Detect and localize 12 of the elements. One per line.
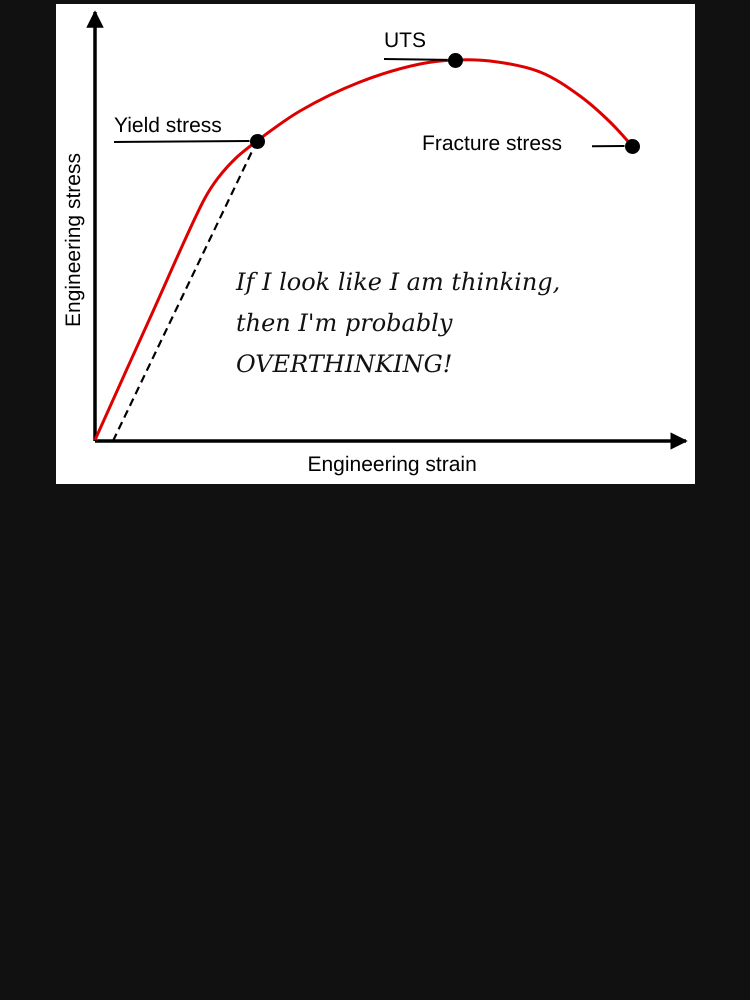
data-point-dot [448,52,462,68]
point-label: Fracture stress [422,132,592,158]
point-label: UTS [384,29,436,59]
leader-line [592,145,624,148]
quote-text: If I look like I am thinking, then I'm probably OVERTHINKING! [236,267,562,380]
axis-title: Engineering stress [62,153,86,327]
axis-title: Engineering strain [308,453,477,477]
data-point-dot [250,134,264,148]
leader-line [114,140,250,143]
leader-line [384,58,448,61]
data-point-dot [624,138,640,154]
point-label: Yield stress [114,114,244,142]
